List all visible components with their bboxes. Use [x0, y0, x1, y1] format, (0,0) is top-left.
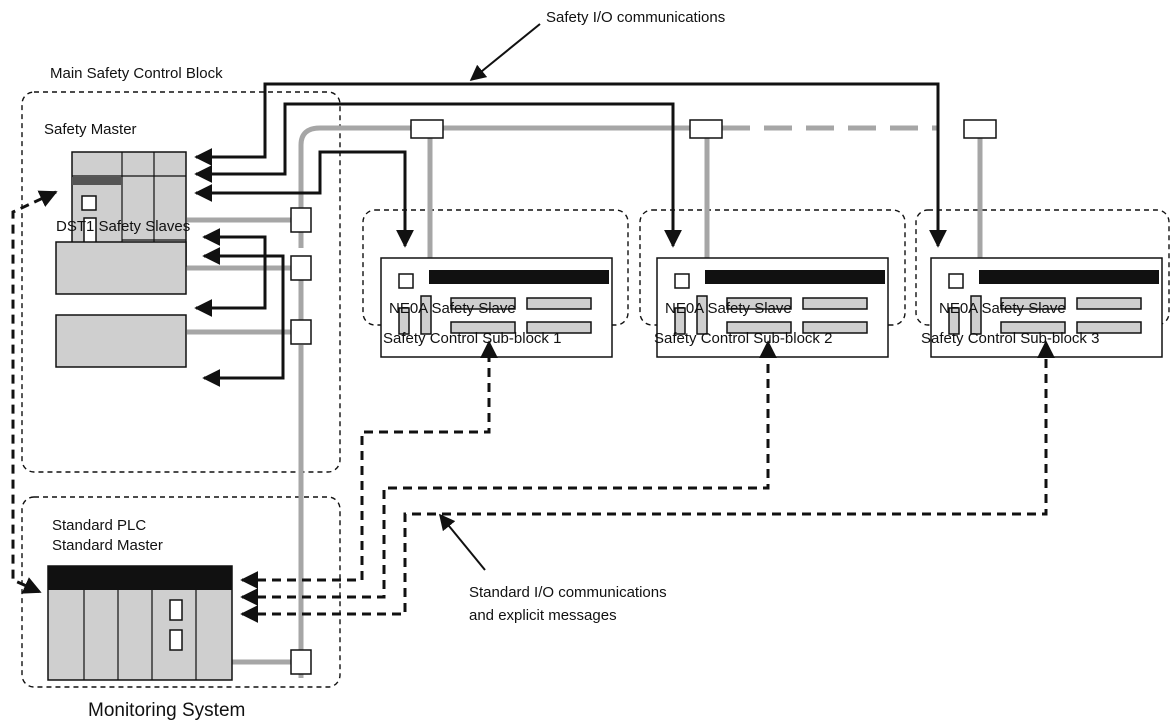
tap: [290, 207, 312, 233]
label-safety-master: Safety Master: [44, 121, 137, 138]
slave-2-name: NE0A Safety Slave: [665, 300, 792, 317]
tap: [689, 119, 723, 139]
dst1-slave-2: [55, 314, 187, 368]
label-std-io-2: and explicit messages: [469, 607, 617, 624]
standard-io-arrows: [11, 190, 1055, 623]
tap: [963, 119, 997, 139]
tap: [290, 649, 312, 675]
slave-1-name: NE0A Safety Slave: [389, 300, 516, 317]
label-std-io-1: Standard I/O communications: [469, 584, 667, 601]
slave-3-name: NE0A Safety Slave: [939, 300, 1066, 317]
sub-block-3-label: Safety Control Sub-block 3: [921, 330, 1099, 347]
sub-block-2-label: Safety Control Sub-block 2: [654, 330, 832, 347]
label-standard-master: Standard Master: [52, 537, 163, 554]
label-standard-plc: Standard PLC: [52, 517, 146, 534]
safety-io-arrows: [194, 82, 947, 387]
dst1-slave-1: [55, 241, 187, 295]
pointer-safety-io: [469, 23, 541, 82]
label-main-block: Main Safety Control Block: [50, 65, 223, 82]
label-safety-io: Safety I/O communications: [546, 9, 725, 26]
standard-plc-device: [47, 565, 233, 681]
main-safety-control-block: [21, 91, 341, 473]
sub-block-1-label: Safety Control Sub-block 1: [383, 330, 561, 347]
tap: [290, 255, 312, 281]
pointer-standard-io: [438, 513, 486, 571]
label-monitoring: Monitoring System: [88, 700, 245, 721]
tap: [290, 319, 312, 345]
label-dst1: DST1 Safety Slaves: [56, 218, 190, 235]
tap: [410, 119, 444, 139]
